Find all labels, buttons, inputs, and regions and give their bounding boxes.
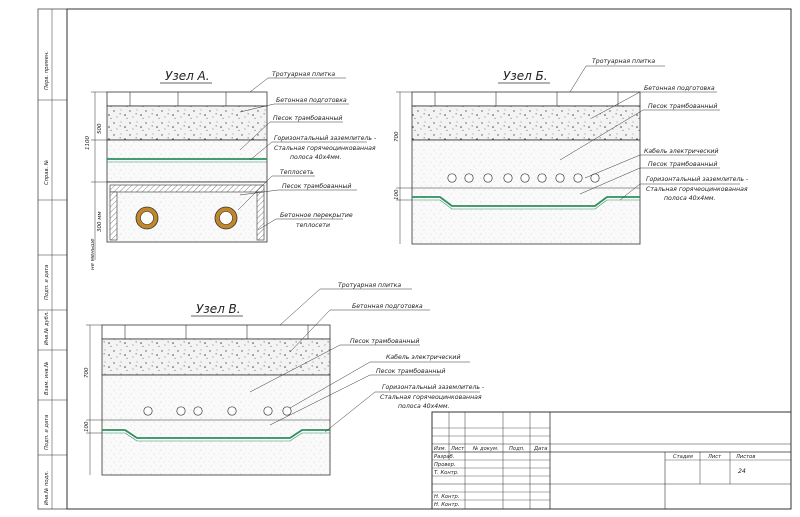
- callout-label: Кабель электрический: [386, 353, 460, 361]
- callout-label: Стальная горячеоцинкованная: [380, 394, 482, 401]
- stamp-label: Инв.№ подл.: [44, 471, 50, 505]
- dim-label: 100: [394, 189, 400, 200]
- stamp-label: Перв. примен.: [44, 51, 50, 90]
- callout-label: Горизонтальный заземлитель -: [646, 176, 748, 183]
- callout-label: Тротуарная плитка: [338, 282, 401, 289]
- tb-role: Провер.: [434, 462, 456, 468]
- stamp-label: Справ. №: [44, 160, 50, 185]
- callout-label: Горизонтальный заземлитель -: [382, 384, 484, 391]
- callout-label: Песок трамбованный: [648, 102, 717, 110]
- callout-label: полоса 40х4мм.: [398, 403, 450, 410]
- callout-label: Бетонная подготовка: [276, 97, 347, 104]
- left-stamp-strip: [37, 8, 68, 510]
- tb-col: Стадия: [673, 454, 693, 460]
- stamp-label: Подп. и дата: [44, 415, 50, 450]
- callout-label: Тротуарная плитка: [592, 58, 655, 65]
- callout-label: Тротуарная плитка: [272, 71, 335, 78]
- tb-col: Листов: [735, 454, 755, 460]
- tb-header: № докум.: [472, 446, 499, 452]
- stamp-label: Взам. инв.№: [44, 361, 50, 395]
- callout-label: Кабель электрический: [644, 147, 718, 155]
- stamp-label: Инв.№ дубл.: [44, 311, 50, 345]
- callout-label: Бетонное перекрытие: [280, 212, 353, 219]
- tb-role: Разраб.: [434, 454, 454, 460]
- dim-label: 700: [394, 131, 400, 142]
- node-b-title: Узел Б.: [503, 69, 548, 83]
- dim-label: 100: [84, 421, 90, 432]
- callout-label: Бетонная подготовка: [644, 85, 715, 92]
- callout-label: Стальная горячеоцинкованная: [646, 186, 748, 193]
- callout-label: Теплосеть: [280, 169, 314, 176]
- dim-label: не меньше: [90, 238, 96, 270]
- tb-header: Лист: [450, 446, 465, 452]
- tb-role: Т. Контр.: [434, 470, 459, 476]
- dim-label: 500: [97, 123, 103, 134]
- callout-label: Бетонная подготовка: [352, 303, 423, 310]
- stamp-label: Подп. и дата: [44, 265, 50, 300]
- tb-col: Лист: [707, 454, 722, 460]
- node-a-title: Узел А.: [165, 69, 210, 83]
- node-v: Узел В. 700 100 Тротуарная плитка Бетонн…: [84, 282, 484, 476]
- cable-row: [143, 406, 292, 416]
- node-v-title: Узел В.: [196, 302, 241, 316]
- cable-row: [447, 173, 600, 183]
- dim-label: 700: [84, 367, 90, 378]
- tb-header: Дата: [533, 446, 547, 452]
- tb-role: Н. Контр.: [434, 494, 459, 500]
- callout-label: Стальная горячеоцинкованная: [274, 145, 376, 152]
- node-a: Узел А. 1100 500 300 мм не меньше: [85, 69, 376, 270]
- callout-label: полоса 40х4мм.: [290, 154, 342, 161]
- callout-label: Песок трамбованный: [376, 367, 445, 375]
- callout-label: Песок трамбованный: [350, 337, 419, 345]
- tb-header: Изм.: [434, 446, 446, 452]
- callout-label: Песок трамбованный: [648, 160, 717, 168]
- dim-label: 1100: [85, 136, 91, 150]
- tb-role: Н. Контр.: [434, 502, 459, 508]
- callout-label: Песок трамбованный: [273, 114, 342, 122]
- tb-sheets-total: 24: [738, 468, 746, 475]
- dim-label: 300 мм: [97, 211, 103, 232]
- callout-label: Горизонтальный заземлитель -: [274, 135, 376, 142]
- callout-label: полоса 40х4мм.: [664, 195, 716, 202]
- title-block: Изм. Лист № докум. Подп. Дата Разраб. Пр…: [431, 411, 792, 510]
- callout-label: теплосети: [296, 222, 330, 229]
- callout-label: Песок трамбованный: [282, 182, 351, 190]
- node-b: Узел Б. 700 100 Тротуарная плитка Бетонн…: [394, 58, 748, 245]
- tb-header: Подп.: [509, 446, 525, 452]
